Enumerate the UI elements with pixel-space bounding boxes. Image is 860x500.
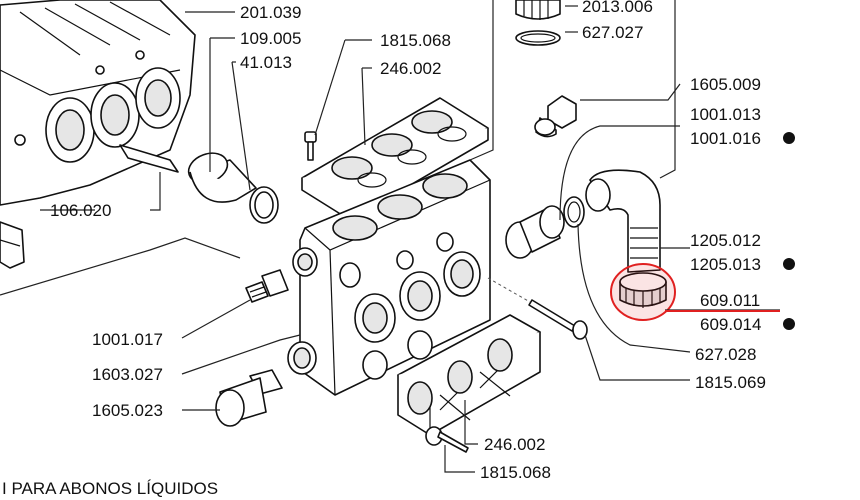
- label-627028: 627.028: [695, 345, 756, 364]
- manifold-body: [287, 159, 491, 396]
- fitting-2013006: [515, 0, 561, 20]
- label-1603027: 1603.027: [92, 365, 163, 384]
- plug-1605023: [215, 369, 283, 427]
- label-1205013: 1205.013: [690, 255, 761, 274]
- plug-1605009: [534, 95, 577, 138]
- oring-627028: [563, 196, 585, 228]
- sleeve-109005: [187, 152, 257, 203]
- label-246002-top: 246.002: [380, 59, 441, 78]
- left-bracket: [0, 221, 25, 269]
- highlight-ring: [610, 263, 676, 321]
- label-109005: 109.005: [240, 29, 301, 48]
- label-1815068-top: 1815.068: [380, 31, 451, 50]
- screw-1815068-bottom: [425, 426, 469, 453]
- label-1205012: 1205.012: [690, 231, 761, 250]
- label-1815069: 1815.069: [695, 373, 766, 392]
- label-1001017: 1001.017: [92, 330, 163, 349]
- label-246002-bottom: 246.002: [484, 435, 545, 454]
- oring-627027: [515, 30, 561, 46]
- screw-1815068-top: [304, 131, 317, 161]
- diagram-caption: I PARA ABONOS LÍQUIDOS: [2, 479, 218, 498]
- label-1605023: 1605.023: [92, 401, 163, 420]
- label-41013: 41.013: [240, 53, 292, 72]
- label-1001013: 1001.013: [690, 105, 761, 124]
- cap-609011: [610, 263, 676, 321]
- label-609011: 609.011: [700, 291, 760, 310]
- screw-1815069: [487, 277, 588, 340]
- label-2013006: 2013.006: [582, 0, 653, 16]
- fitting-1001013: [505, 205, 565, 259]
- bullet-dots: [783, 132, 795, 330]
- elbow-1205012: [585, 169, 661, 273]
- valve-plate-bottom: [397, 314, 541, 436]
- pump-housing: [0, 0, 196, 206]
- label-609014: 609.014: [700, 315, 761, 334]
- leader-lines: [0, 0, 780, 473]
- fitting-1001017: [245, 269, 289, 303]
- label-1001016: 1001.016: [690, 129, 761, 148]
- label-106020: 106.020: [50, 201, 111, 220]
- label-201039: 201.039: [240, 3, 301, 22]
- label-1605009: 1605.009: [690, 75, 761, 94]
- label-627027: 627.027: [582, 23, 643, 42]
- oring-41013: [249, 186, 279, 224]
- label-1815068-bottom: 1815.068: [480, 463, 551, 482]
